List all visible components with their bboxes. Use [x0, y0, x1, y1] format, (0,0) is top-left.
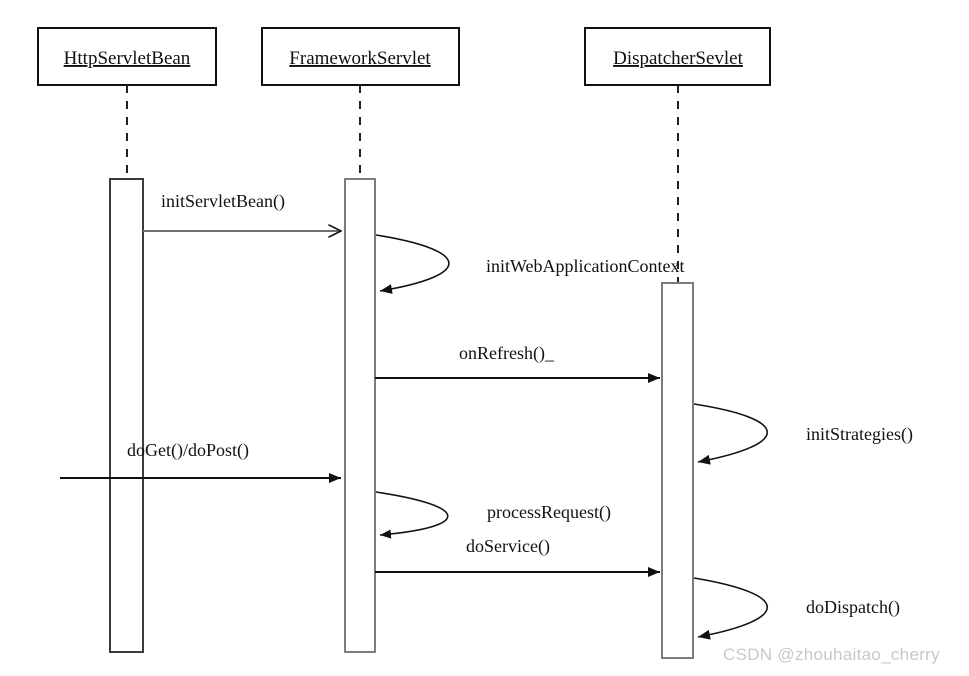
activation-bar-httpservletbean	[109, 178, 144, 653]
participant-frameworkservlet[interactable]: FrameworkServlet	[261, 27, 460, 86]
self-call-loop	[693, 403, 768, 465]
message-label: doGet()/doPost()	[127, 440, 249, 461]
participant-box	[37, 27, 217, 86]
message-label: initStrategies()	[806, 424, 913, 445]
message-label: processRequest()	[487, 502, 611, 523]
self-call-loop	[693, 577, 768, 640]
message-processrequest[interactable]: processRequest()	[375, 491, 611, 539]
participant-dispatchersevlet[interactable]: DispatcherSevlet	[584, 27, 771, 86]
self-call-loop	[375, 491, 449, 539]
self-call-loop	[375, 234, 450, 294]
message-doservice[interactable]: doService()	[375, 536, 660, 577]
csdn-watermark: CSDN @zhouhaitao_cherry	[723, 645, 940, 664]
participant-label: FrameworkServlet	[289, 48, 431, 69]
participant-box	[261, 27, 460, 86]
message-dodispatch[interactable]: doDispatch()	[693, 577, 900, 640]
participant-label: DispatcherSevlet	[613, 48, 744, 69]
message-label: onRefresh()_	[459, 343, 555, 364]
message-initwebapplicationcontext[interactable]: initWebApplicationContext	[375, 234, 685, 294]
message-doget-dopost[interactable]: doGet()/doPost()	[60, 440, 341, 483]
activation-bar-frameworkservlet	[344, 178, 376, 653]
message-onrefresh[interactable]: onRefresh()_	[375, 343, 660, 383]
message-label: initServletBean()	[161, 191, 285, 212]
message-label: initWebApplicationContext	[486, 256, 685, 276]
message-initservletbean[interactable]: initServletBean()	[143, 191, 341, 231]
participant-label: HttpServletBean	[64, 48, 191, 69]
participant-httpservletbean[interactable]: HttpServletBean	[37, 27, 217, 86]
message-initstrategies[interactable]: initStrategies()	[693, 403, 913, 465]
message-label: doService()	[466, 536, 550, 557]
message-label: doDispatch()	[806, 597, 900, 618]
activation-bar-dispatchersevlet	[661, 282, 694, 659]
